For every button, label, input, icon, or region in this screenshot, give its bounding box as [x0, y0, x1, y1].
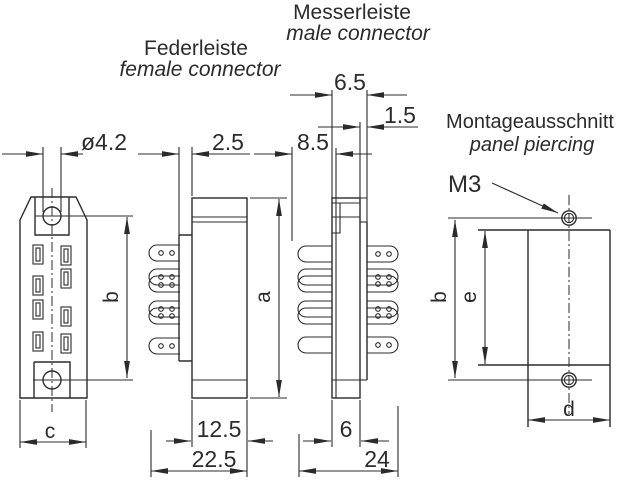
slot-inner	[35, 247, 41, 262]
solder-lug	[148, 244, 180, 262]
lug-hole	[169, 343, 175, 349]
blade-contact	[297, 268, 332, 286]
lug-hole	[158, 313, 164, 319]
lug-hole	[158, 250, 164, 256]
lug-hole	[169, 274, 175, 280]
lug-hole	[375, 274, 381, 280]
lug-hole	[169, 306, 175, 312]
blade-contact	[297, 275, 332, 293]
lug-hole	[158, 282, 164, 288]
solder-lug	[367, 275, 399, 293]
lug-hole	[386, 313, 392, 319]
slot	[60, 306, 72, 327]
slot	[60, 268, 72, 289]
female-flange	[178, 234, 192, 362]
female-solder-lugs	[148, 244, 180, 355]
slot	[32, 275, 44, 296]
female-front-outline	[19, 196, 88, 399]
ref-c: c	[45, 420, 56, 443]
lug-hole	[169, 313, 175, 319]
male-blade-contacts	[297, 245, 332, 354]
lug-hole	[375, 306, 381, 312]
lug-hole	[386, 342, 392, 348]
thread-leader-arrow	[491, 182, 559, 214]
slot-inner	[63, 336, 69, 351]
female-title-english: female connector	[119, 58, 281, 81]
female-title-german: Federleiste	[144, 37, 248, 60]
slot-inner	[63, 309, 69, 324]
solder-lug	[148, 268, 180, 286]
ref-b-front: b	[100, 291, 123, 303]
slot	[60, 245, 72, 266]
blade-contact	[297, 300, 332, 318]
slot-inner	[63, 248, 69, 263]
dimensions: ø4.2 2.5 8.5 6.5 1.5 b c a	[2, 69, 610, 477]
slot	[32, 244, 44, 265]
panel-piercing-view: M3	[448, 171, 611, 427]
ref-a: a	[252, 291, 275, 303]
solder-lug	[367, 336, 399, 354]
dim-male-top-width: 6.5	[334, 69, 366, 95]
lug-hole	[386, 281, 392, 287]
contact-slots-right	[60, 245, 72, 354]
view-titles: Messerleiste male connector Federleiste …	[119, 1, 614, 156]
lug-hole	[375, 251, 381, 257]
male-title-english: male connector	[286, 22, 431, 45]
slot	[32, 331, 44, 352]
dim-female-body-depth: 12.5	[197, 416, 242, 442]
panel-title-german: Montageausschnitt	[446, 111, 614, 133]
dim-male-overall-depth: 24	[364, 446, 390, 472]
solder-lug	[367, 307, 399, 325]
ref-b-panel: b	[428, 291, 451, 303]
lug-hole	[158, 306, 164, 312]
male-side-view	[297, 148, 399, 399]
body-step	[332, 203, 341, 234]
solder-lug	[148, 307, 180, 325]
lug-hole	[386, 274, 392, 280]
blade-contact	[297, 307, 332, 325]
lug-hole	[158, 274, 164, 280]
blade-contact	[297, 245, 332, 263]
female-side-view	[148, 197, 248, 399]
blade-contact	[297, 336, 332, 354]
lug-hole	[169, 282, 175, 288]
ref-d: d	[563, 398, 575, 421]
lug-hole	[375, 342, 381, 348]
lug-hole	[169, 250, 175, 256]
lug-hole	[386, 251, 392, 257]
ref-e: e	[458, 291, 481, 303]
solder-lug	[148, 337, 180, 355]
slot-inner	[35, 302, 41, 317]
slot	[60, 333, 72, 354]
dim-male-body-depth: 6	[340, 416, 353, 442]
lug-hole	[386, 306, 392, 312]
dim-panel-offset: 1.5	[384, 102, 416, 128]
lug-hole	[375, 313, 381, 319]
female-body	[191, 197, 248, 399]
contact-slots-left	[32, 244, 44, 352]
male-solder-lugs	[367, 245, 399, 354]
solder-lug	[148, 300, 180, 318]
dim-hole-diameter: ø4.2	[81, 129, 127, 155]
dim-female-overall-depth: 22.5	[192, 446, 237, 472]
panel-title-english: panel piercing	[469, 134, 595, 156]
slot-inner	[63, 271, 69, 286]
solder-lug	[148, 275, 180, 293]
slot-inner	[35, 334, 41, 349]
lug-hole	[375, 281, 381, 287]
dim-male-front-depth: 8.5	[297, 129, 329, 155]
dim-flange-thickness: 2.5	[212, 129, 244, 155]
slot-inner	[35, 278, 41, 293]
lug-hole	[158, 343, 164, 349]
slot	[32, 299, 44, 320]
male-title-german: Messerleiste	[293, 1, 411, 24]
female-front-view	[19, 188, 133, 412]
thread-callout: M3	[448, 171, 481, 198]
solder-lug	[367, 245, 399, 263]
